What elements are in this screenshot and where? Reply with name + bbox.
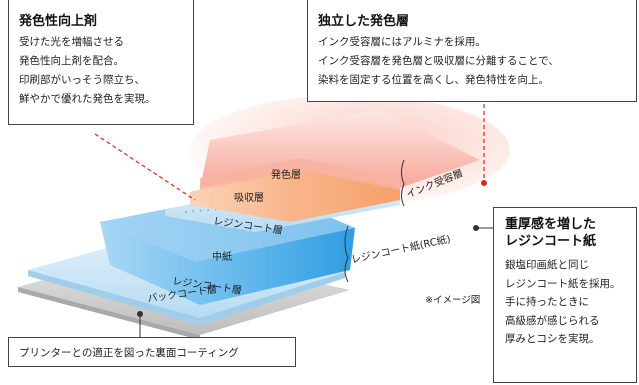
callout-brightener-title: 発色性向上剤 <box>19 14 98 29</box>
callout-rc-paper: 重厚感を増した レジンコート紙 銀塩印画紙と同じ レジンコート紙を採用。 手に持… <box>493 207 637 383</box>
bracket-ink-receiving <box>401 159 405 207</box>
callout-brightener-line: 発色性向上剤を配合。 <box>19 55 124 67</box>
callout-back-coating-text: プリンターとの適正を図った裏面コーティング <box>19 347 239 359</box>
callout-rc-paper-line: 銀塩印画紙と同じ <box>505 259 589 271</box>
bracket-rc-paper-label: レジンコート紙(RC紙) <box>350 232 452 266</box>
leader-color-dot <box>481 180 487 186</box>
leader-back-coat-dot <box>137 311 143 317</box>
bracket-rc-paper <box>344 225 349 283</box>
callout-color-layer-line: インク受容層を発色層と吸収層に分離することで、 <box>318 55 559 67</box>
callout-rc-paper-title: レジンコート紙 <box>505 234 597 249</box>
callout-color-layer-line: インク受容層にはアルミナを採用。 <box>318 36 486 48</box>
callout-color-layer: 独立した発色層 インク受容層にはアルミナを採用。 インク受容層を発色層と吸収層に… <box>307 0 637 102</box>
leader-rc-dot <box>473 225 479 231</box>
resin-bottom-edge <box>28 270 345 325</box>
callout-rc-paper-line: 厚みとコシを実現。 <box>505 333 600 345</box>
callout-brightener: 発色性向上剤 受けた光を増幅させる 発色性向上剤を配合。 印刷部がいっそう際立ち… <box>8 0 194 125</box>
callout-rc-paper-title: 重厚感を増した <box>505 217 597 232</box>
callout-rc-paper-line: レジンコート紙を採用。 <box>505 277 621 290</box>
label-absorb-layer: 吸収層 <box>234 192 264 204</box>
callout-brightener-line: 鮮やかで優れた発色を実現。 <box>19 93 156 105</box>
label-color-layer: 発色層 <box>271 168 301 181</box>
callout-brightener-line: 受けた光を増幅させる <box>19 36 124 48</box>
back-coat-edge <box>18 287 200 340</box>
callout-rc-paper-line: 高級感が感じられる <box>505 314 600 327</box>
callout-color-layer-title: 独立した発色層 <box>318 14 410 29</box>
label-middle-paper: 中紙 <box>212 250 232 263</box>
callout-brightener-line: 印刷部がいっそう際立ち、 <box>19 74 145 86</box>
callout-rc-paper-line: 手に持ったときに <box>505 296 589 308</box>
leader-brightener <box>94 133 196 201</box>
callout-color-layer-line: 染料を固定する位置を高くし、発色特性を向上。 <box>318 74 549 86</box>
image-note: ※イメージ図 <box>425 295 481 306</box>
callout-back-coating: プリンターとの適正を図った裏面コーティング <box>8 337 296 367</box>
color-layer-face <box>200 158 400 190</box>
